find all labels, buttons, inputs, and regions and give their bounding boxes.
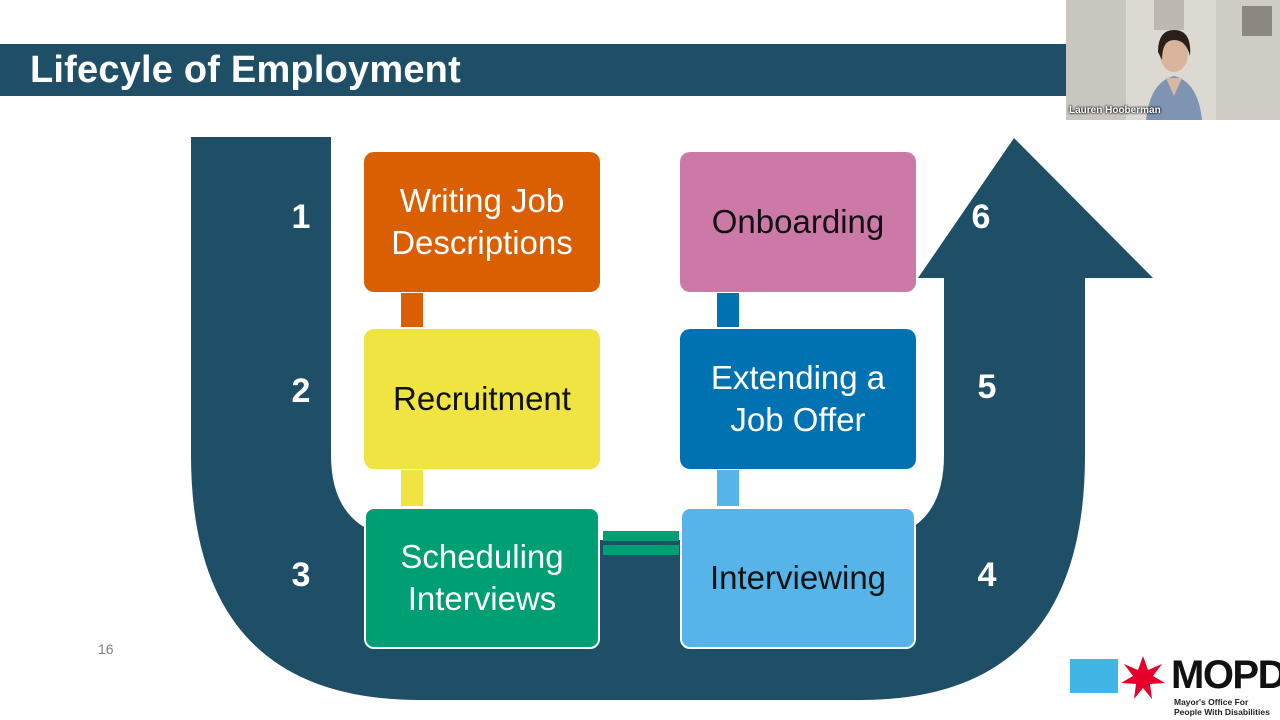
logo-blue-square: [1070, 659, 1118, 693]
slide-page-number: 16: [98, 641, 114, 657]
participant-name: Lauren Hooberman: [1069, 105, 1161, 116]
chicago-star-icon: [1121, 656, 1165, 699]
step-box-recruitment: Recruitment: [364, 329, 600, 469]
step-label: Interviewing: [709, 559, 887, 596]
logo-subtitle-line-1: Mayor's Office For: [1174, 697, 1249, 707]
connector-4-5: [717, 470, 739, 506]
logo-subtitle: Mayor's Office For People With Disabilit…: [1174, 697, 1270, 717]
step-number-2: 2: [291, 372, 311, 410]
step-number-5: 5: [977, 368, 997, 406]
participant-video-feed: [1066, 0, 1280, 120]
connector-2-3: [401, 470, 423, 506]
step-label: Scheduling Interviews: [400, 538, 564, 617]
connector-5-6: [717, 293, 739, 327]
step-number-1: 1: [291, 198, 311, 236]
step-box-interviewing: Interviewing: [680, 507, 916, 649]
step-label: Recruitment: [393, 380, 571, 417]
step-box-onboarding: Onboarding: [680, 152, 916, 292]
step-box-writing-job-descriptions: Writing Job Descriptions: [364, 152, 600, 292]
step-number-6: 6: [971, 198, 991, 236]
step-number-4: 4: [977, 556, 997, 594]
step-label: Onboarding: [711, 203, 885, 240]
slide-title-bar: Lifecyle of Employment: [0, 44, 1066, 96]
logo-wordmark: MOPD: [1171, 653, 1280, 697]
step-box-scheduling-interviews: Scheduling Interviews: [364, 507, 600, 649]
mopd-logo: MOPD Mayor's Office For People With Disa…: [1070, 653, 1280, 717]
step-label: Writing Job Descriptions: [391, 182, 573, 261]
step-box-extending-job-offer: Extending a Job Offer: [680, 329, 916, 469]
connector-1-2: [401, 293, 423, 327]
connector-3-4-lower: [603, 545, 679, 555]
u-shaped-arrow: [191, 137, 1153, 700]
step-number-3: 3: [291, 556, 311, 594]
participant-video-tile[interactable]: Lauren Hooberman: [1066, 0, 1280, 120]
logo-subtitle-line-2: People With Disabilities: [1174, 707, 1270, 717]
step-label: Extending a Job Offer: [710, 359, 886, 438]
connector-3-4: [603, 531, 679, 541]
slide-title: Lifecyle of Employment: [30, 49, 461, 91]
